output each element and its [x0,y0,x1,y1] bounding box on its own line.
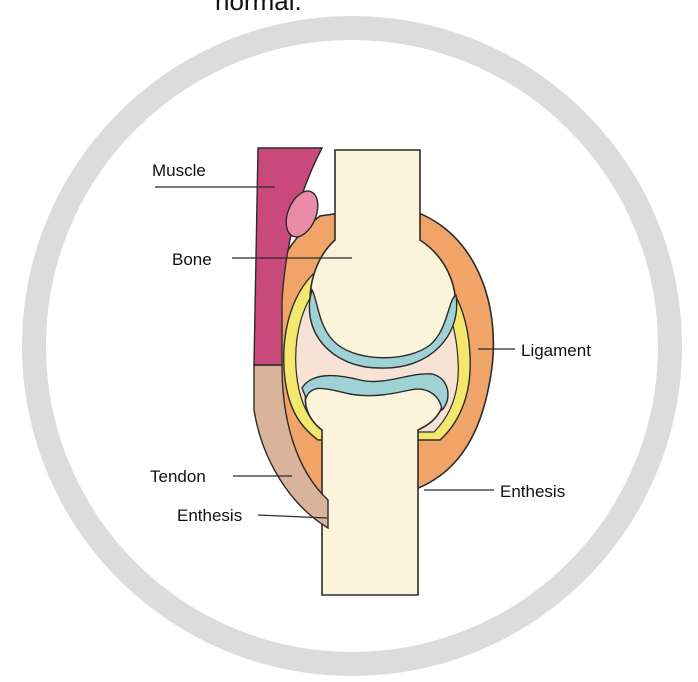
ligament-label: Ligament [521,341,591,360]
tendon-label: Tendon [150,467,206,486]
muscle-label: Muscle [152,161,206,180]
lower-bone [305,382,443,595]
upper-bone [310,150,455,363]
bone-label: Bone [172,250,212,269]
enthesis-left-label: Enthesis [177,506,242,525]
enthesis-right-label: Enthesis [500,482,565,501]
